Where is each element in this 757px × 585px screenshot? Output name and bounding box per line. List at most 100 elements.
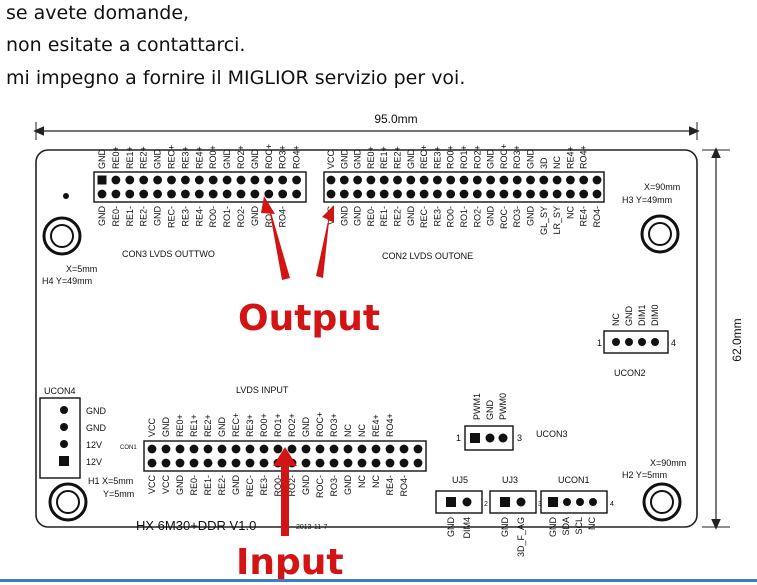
con2-pin-label: NC [565,206,575,219]
header-pin [472,189,482,199]
header-pin [371,444,381,454]
con2-pin-label: GL_SY [539,206,549,235]
uj3-label: UJ3 [502,475,518,485]
header-pin [161,444,171,454]
header-pin [459,175,469,185]
lvds-input-pin-label: RE0+ [175,414,185,437]
con3-pin-label: RO1- [222,206,232,228]
header-pin [153,189,163,199]
header-pin [512,189,522,199]
lvds-input-pin-label: NC [343,424,353,437]
lvds-input-pin-label: VCC [147,475,157,495]
ucon4-pin-label: 12V [86,440,102,450]
con2-pin-label: RE0+ [366,146,376,169]
con2-pin-label: GND [406,206,416,227]
con2-pin-label: RE2+ [393,146,403,169]
header-pin [208,175,218,185]
uj5-pin-label: DIM4 [462,517,472,539]
header-pin [472,175,482,185]
con3-pin-label: RO4+ [292,145,302,169]
header-pin [486,175,495,185]
h4-y-label: H4 Y=49mm [42,276,92,286]
con3-pin-label: GND [250,149,260,170]
header-pin [147,458,157,468]
lvds-input-pin-label: NC [357,424,367,437]
ucon1-pin-label: SCL [574,517,584,535]
header-pin [566,175,575,185]
con2-pin-label: RO2+ [472,145,482,169]
header-pin [329,458,339,468]
header-pin [167,175,176,185]
header-pin [419,175,429,185]
ucon1-pin-label: NC [587,517,597,530]
lvds-input-pin-label: VCC [161,475,171,495]
con3-pin-label: GND [97,206,107,227]
header-pin [153,175,163,185]
lvds-input-label: LVDS INPUT [236,385,289,395]
intro-line-1: se avete domande, [6,2,190,24]
h2-y-label: H2 Y=5mm [622,470,667,480]
con2-pin-label: RE3- [432,206,442,227]
ucon2-pin-label: DIM0 [650,304,660,326]
lvds-input-pin-label: RO4+ [385,413,395,437]
h4-x-label: X=5mm [66,264,97,274]
con2-pin-label: 3D [539,157,549,169]
header-pin [301,458,311,468]
con2-pin-label: RO3- [512,206,522,228]
header-pin [353,175,362,185]
input-arrow [273,447,297,536]
con2-pin-label: RO2- [472,206,482,228]
header-pin [357,444,367,454]
input-annotation: Input [236,542,344,583]
header-pin [393,189,402,199]
lvds-input-pin-label: RE3- [259,475,269,496]
con3-pin-label: REC- [167,206,177,228]
con3-pin-label: RE2+ [139,146,149,169]
header-pin [406,189,416,199]
con2-pin-label: RO4+ [579,145,589,169]
header-pin [379,189,389,199]
header-pin [566,189,575,199]
uj5-pin-last: 2 [484,501,488,508]
lvds-input-pin-label: RO3+ [329,413,339,437]
header-pin [499,175,509,185]
header-pin [413,444,423,454]
con2-pin-label: RO3+ [512,145,522,169]
mounting-hole-h4 [42,193,82,256]
con2-pin-label: RE1+ [379,146,389,169]
header-pin [139,175,149,185]
lvds-input-pin-label: REC+ [231,413,241,437]
lvds-input-pin-label: VCC [147,417,157,437]
lvds-input-pin-label: RE1+ [189,414,199,437]
uj3-pin-label: 3D_F_AG [516,517,526,557]
con2-pin-label: RO0+ [446,145,456,169]
con2-pin-label: GND [353,149,363,170]
header-pin [366,175,376,185]
ucon3-pin-label: PWM1 [472,393,482,420]
lvds-input-pin-label: ROC- [315,475,325,498]
header-pin [539,175,549,185]
lvds-input-pin-label: RE2+ [203,414,213,437]
board-outline [35,149,698,528]
header-pin [371,458,381,468]
con2-header [323,171,605,203]
header-pin [278,189,288,199]
header-pin [329,444,339,454]
con1-mark: CON1 [120,445,137,451]
con2-pin-label: RE2- [393,206,403,227]
header-pin [217,444,227,454]
con2-pin-label: RO1+ [459,145,469,169]
header-pin [147,444,157,454]
con2-pin-label: GND [486,149,496,170]
ucon2-pin-first: 1 [597,338,602,348]
con3-pin-label: RO3+ [278,145,288,169]
header-pin [111,189,121,199]
header-pin [292,189,301,199]
lvds-input-pin-label: RE1- [203,475,213,496]
header-pin [393,175,402,185]
